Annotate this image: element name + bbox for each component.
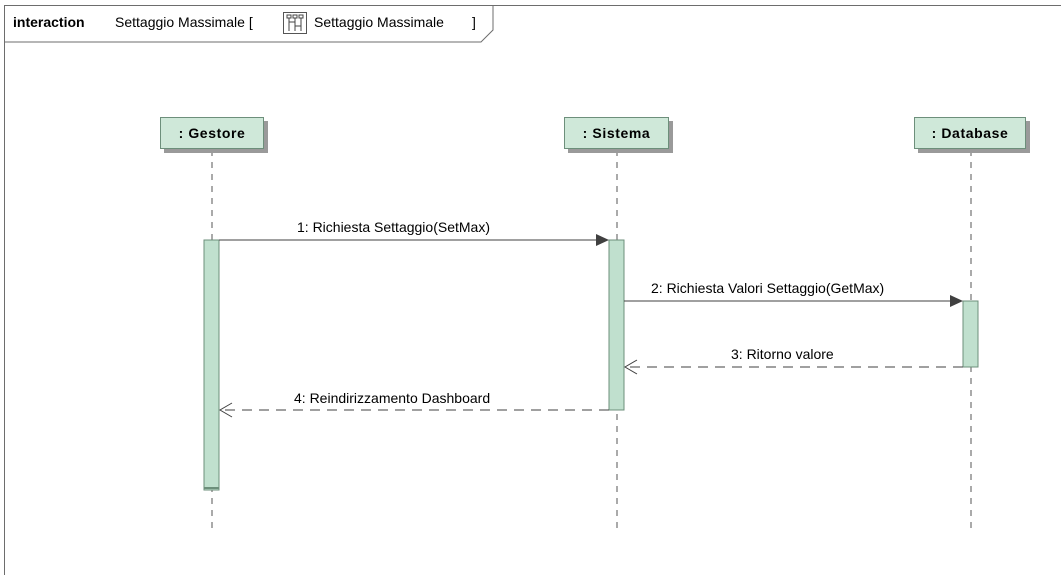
message-3-arrowhead — [624, 359, 638, 375]
activation-database — [962, 300, 979, 368]
message-1-arrowhead — [596, 234, 609, 246]
message-2-label[interactable]: 2: Richiesta Valori Settaggio(GetMax) — [651, 280, 885, 296]
lifeline-database[interactable]: : Database — [914, 117, 1026, 149]
lifeline-gestore[interactable]: : Gestore — [160, 117, 264, 149]
interaction-diagram-icon — [283, 12, 307, 34]
frame-name-tab — [4, 5, 494, 43]
interaction-frame — [4, 5, 1061, 575]
message-2-arrowhead — [950, 295, 963, 307]
activation-gestore — [203, 239, 220, 491]
message-3-label[interactable]: 3: Ritorno valore — [731, 346, 834, 362]
frame-keyword: interaction — [13, 14, 85, 30]
message-4-label[interactable]: 4: Reindirizzamento Dashboard — [294, 390, 491, 406]
activation-sistema — [608, 239, 625, 411]
frame-bracket-close: ] — [472, 14, 476, 30]
frame-ref-name: Settaggio Massimale — [314, 14, 444, 30]
lifeline-sistema[interactable]: : Sistema — [564, 117, 669, 149]
message-1-label[interactable]: 1: Richiesta Settaggio(SetMax) — [297, 219, 490, 235]
message-4-arrowhead — [219, 402, 233, 418]
frame-name: Settaggio Massimale [ — [115, 14, 253, 30]
